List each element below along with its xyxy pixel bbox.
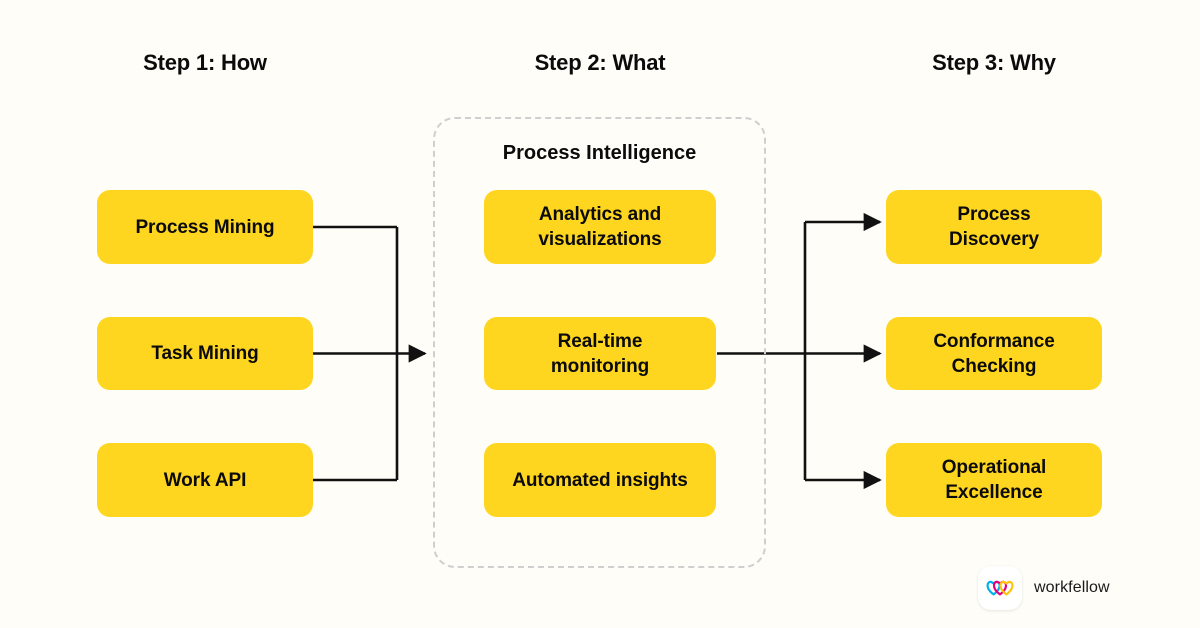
brand-logo: workfellow xyxy=(978,566,1110,610)
card-process-mining[interactable]: Process Mining xyxy=(97,190,313,264)
card-label: Conformance Checking xyxy=(933,329,1054,379)
connector-left-to-middle xyxy=(313,225,427,482)
card-label-line-2: monitoring xyxy=(550,355,650,377)
card-label: Process Mining xyxy=(135,216,275,238)
card-label-line-1: Real-time xyxy=(557,330,643,352)
card-real-time-monitoring[interactable]: Real-time monitoring xyxy=(484,317,716,390)
column-heading-step-2: Step 2: What xyxy=(534,50,666,75)
card-label: Process Discovery xyxy=(949,202,1039,252)
column-heading-step-1: Step 1: How xyxy=(143,50,267,75)
card-label: Work API xyxy=(163,469,247,491)
card-label: Real-time monitoring xyxy=(551,329,649,379)
card-label: Analytics and visualizations xyxy=(538,202,661,252)
three-loops-icon xyxy=(986,580,1014,596)
process-intelligence-title: Process Intelligence xyxy=(502,142,697,164)
card-label: Operational Excellence xyxy=(941,455,1047,505)
card-task-mining[interactable]: Task Mining xyxy=(97,317,313,390)
card-label: Automated insights xyxy=(512,469,688,491)
card-analytics-and-visualizations[interactable]: Analytics and visualizations xyxy=(484,190,716,264)
card-label-line-1: Analytics and xyxy=(538,204,662,225)
card-label-line-2: Excellence xyxy=(945,482,1043,503)
card-label-line-2: Checking xyxy=(951,355,1037,377)
card-label-line-1: Operational xyxy=(941,457,1047,478)
card-work-api[interactable]: Work API xyxy=(97,443,313,517)
column-heading-step-3: Step 3: Why xyxy=(932,50,1056,75)
card-conformance-checking[interactable]: Conformance Checking xyxy=(886,317,1102,390)
card-label-line-1: Conformance xyxy=(933,330,1055,352)
card-label-line-2: Discovery xyxy=(949,229,1039,250)
workfellow-logo-icon xyxy=(978,566,1022,610)
card-operational-excellence[interactable]: Operational Excellence xyxy=(886,443,1102,517)
card-label: Task Mining xyxy=(151,343,259,364)
card-process-discovery[interactable]: Process Discovery xyxy=(886,190,1102,264)
process-intelligence-container xyxy=(433,117,766,568)
card-label-line-2: visualizations xyxy=(538,229,662,250)
card-label-line-1: Process xyxy=(957,204,1031,225)
card-automated-insights[interactable]: Automated insights xyxy=(484,443,716,517)
brand-name: workfellow xyxy=(1034,579,1110,596)
